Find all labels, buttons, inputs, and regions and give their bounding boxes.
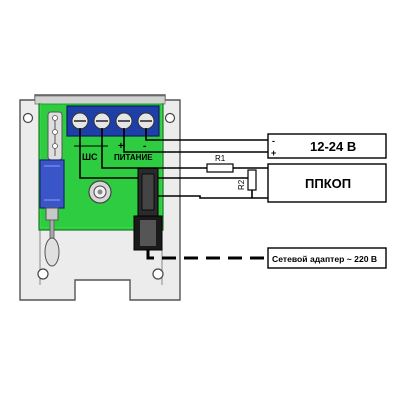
adapter-label: Сетевой адаптер ~ 220 В bbox=[272, 254, 377, 264]
mounting-hole-top-right bbox=[164, 112, 176, 124]
panel-label: ППКОП bbox=[305, 176, 351, 191]
dc-power-jack bbox=[133, 167, 163, 251]
adapter-box: Сетевой адаптер ~ 220 В bbox=[267, 247, 387, 269]
terminal-screw-4[interactable] bbox=[137, 112, 155, 130]
mounting-hole-bottom-left bbox=[37, 268, 49, 280]
sensor-holder bbox=[47, 111, 63, 161]
tamper-switch bbox=[39, 159, 65, 267]
label-power: ПИТАНИЕ bbox=[114, 153, 153, 162]
terminal-screw-3[interactable] bbox=[115, 112, 133, 130]
panel-box: ППКОП bbox=[267, 163, 387, 203]
resistor-r2: R2 bbox=[237, 169, 257, 191]
label-r2: R2 bbox=[237, 179, 246, 190]
terminal-screw-1[interactable] bbox=[71, 112, 89, 130]
terminal-screw-2[interactable] bbox=[93, 112, 111, 130]
label-r1: R1 bbox=[215, 154, 226, 163]
power-plus-label: + bbox=[271, 148, 276, 158]
mounting-hole-top-left bbox=[22, 112, 34, 124]
resistor-r1: R1 bbox=[206, 154, 234, 173]
terminal-block bbox=[66, 105, 160, 137]
adapter-cable bbox=[146, 250, 268, 260]
power-supply-label: 12-24 В bbox=[310, 139, 356, 154]
mounting-hole-bottom-right bbox=[152, 268, 164, 280]
label-minus: - bbox=[143, 141, 146, 152]
power-minus-label: - bbox=[272, 136, 275, 146]
label-plus: + bbox=[118, 141, 124, 152]
label-shs: ШС bbox=[82, 152, 98, 162]
trimmer-potentiometer bbox=[88, 180, 112, 204]
power-supply-box: - + 12-24 В bbox=[267, 133, 387, 159]
wires bbox=[79, 128, 268, 199]
